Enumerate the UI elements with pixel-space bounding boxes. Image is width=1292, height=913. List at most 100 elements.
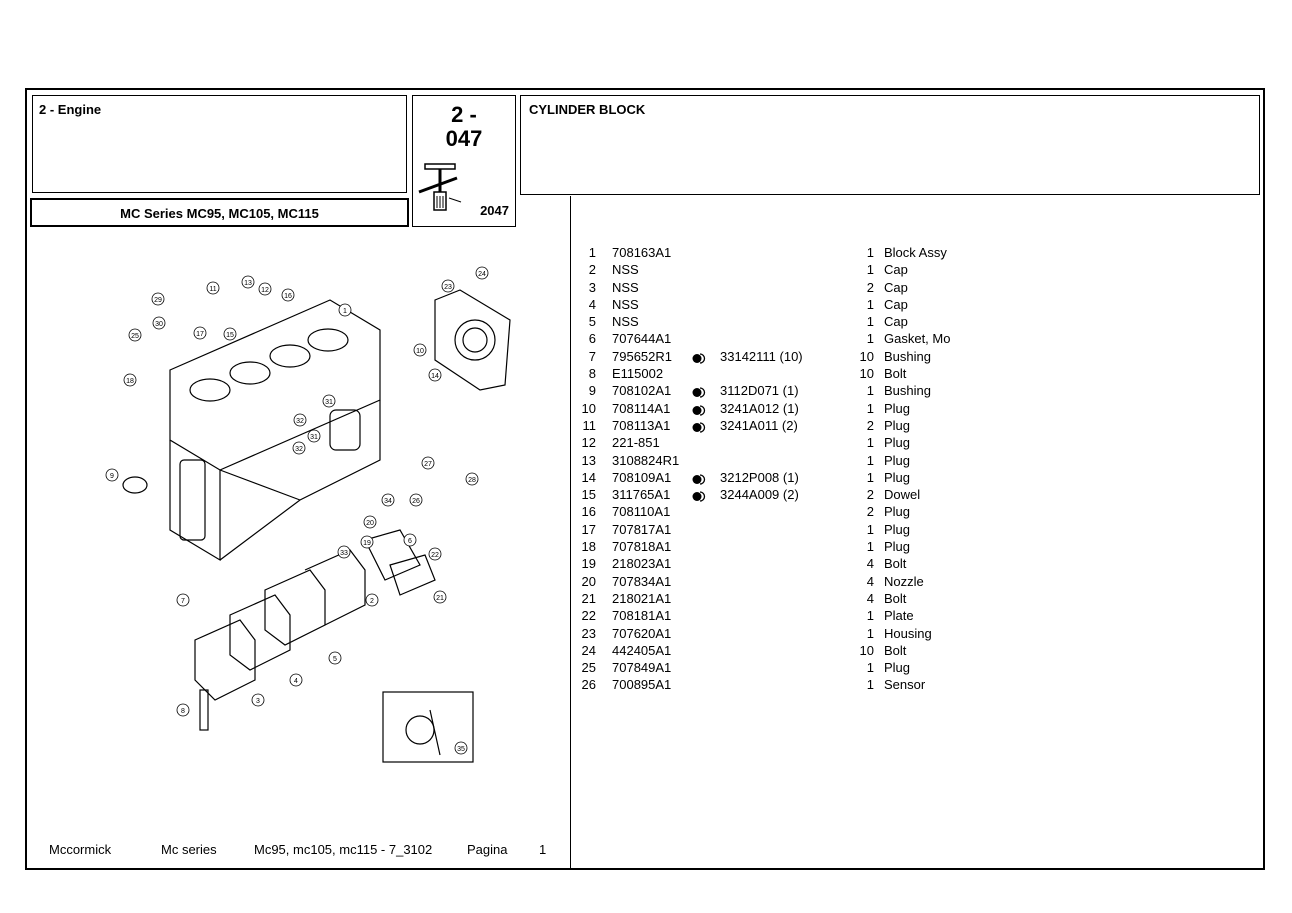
half-circle-icon (692, 489, 706, 502)
part-position: 4 (588, 296, 596, 312)
part-quantity: 1 (866, 521, 874, 537)
part-description: Plug (884, 660, 911, 676)
part-quantity: 1 (866, 383, 874, 399)
half-circle-icon (692, 472, 706, 485)
group-title: CYLINDER BLOCK (529, 102, 646, 117)
part-position: 6 (588, 331, 596, 347)
part-description: Plug (884, 469, 911, 485)
callout-number: 10 (416, 348, 424, 355)
model-header: MC Series MC95, MC105, MC115 (30, 198, 409, 227)
part-description: Bolt (884, 556, 907, 572)
callout-number: 25 (131, 333, 139, 340)
part-description: Bolt (884, 642, 907, 658)
part-quantity: 1 (866, 452, 874, 468)
part-position: 18 (581, 539, 596, 555)
part-quantity: 1 (866, 660, 874, 676)
page-number: 2 - 047 (445, 102, 483, 151)
callout-number: 18 (126, 378, 134, 385)
footer: Mccormick Mc series Mc95, mc105, mc115 -… (49, 842, 569, 860)
part-position: 13 (581, 452, 596, 468)
part-number: NSS (612, 279, 639, 295)
part-position: 8 (588, 366, 596, 382)
part-description: Cap (884, 279, 908, 295)
callout-number: 17 (196, 331, 204, 338)
part-description: Plug (884, 435, 911, 451)
part-description: Nozzle (884, 573, 924, 589)
half-circle-icon (692, 420, 706, 433)
part-position: 5 (588, 314, 596, 330)
part-position: 26 (581, 677, 596, 693)
half-circle-icon (692, 351, 706, 364)
part-quantity: 1 (866, 435, 874, 451)
callout-number: 8 (181, 708, 185, 715)
callout-number: 26 (412, 498, 420, 505)
footer-series: Mc series (161, 842, 217, 857)
footer-brand: Mccormick (49, 842, 112, 857)
part-description: Gasket, Mo (884, 331, 951, 347)
part-number: 708163A1 (612, 245, 672, 260)
page-code: 2047 (480, 203, 509, 218)
footer-page-value: 1 (539, 842, 547, 857)
callout-number: 19 (363, 540, 371, 547)
part-position: 17 (581, 521, 596, 537)
part-position: 9 (588, 383, 596, 399)
part-description: Cap (884, 314, 908, 330)
callout-number: 15 (226, 332, 234, 339)
part-quantity: 2 (866, 504, 874, 520)
part-quantity: 4 (866, 590, 874, 606)
part-quantity: 1 (866, 469, 874, 485)
part-number: 707644A1 (612, 331, 672, 347)
alternate-part: 3241A011 (2) (720, 417, 798, 433)
part-position: 7 (588, 348, 596, 364)
part-number: 708109A1 (612, 469, 672, 485)
part-quantity: 2 (866, 487, 874, 503)
part-number: 707620A1 (612, 625, 672, 641)
part-number: 708102A1 (612, 383, 672, 399)
section-header: 2 - Engine (32, 95, 407, 193)
part-quantity: 1 (866, 245, 874, 260)
callout-number: 2 (370, 598, 374, 605)
group-header: CYLINDER BLOCK (520, 95, 1260, 195)
part-quantity: 10 (859, 642, 874, 658)
part-position: 3 (588, 279, 596, 295)
page-frame (25, 88, 1265, 870)
part-position: 16 (581, 504, 596, 520)
part-quantity: 1 (866, 400, 874, 416)
callout-number: 11 (209, 286, 216, 293)
part-number: 707818A1 (612, 539, 672, 555)
part-quantity: 10 (859, 366, 874, 382)
part-number: 708181A1 (612, 608, 672, 624)
callout-number: 31 (310, 434, 318, 441)
column-divider (570, 196, 571, 868)
half-circle-icon (692, 403, 706, 416)
alternate-part: 3244A009 (2) (720, 487, 799, 503)
part-description: Cap (884, 296, 908, 312)
part-quantity: 10 (859, 348, 874, 364)
part-position: 2 (588, 262, 596, 278)
part-description: Plug (884, 452, 911, 468)
page-number-box: 2 - 047 2047 (412, 95, 516, 227)
part-number: NSS (612, 262, 639, 278)
part-number: 708113A1 (612, 417, 671, 433)
callout-number: 20 (366, 520, 374, 527)
part-description: Plug (884, 539, 911, 555)
part-number: 700895A1 (612, 677, 672, 693)
part-position: 1 (588, 245, 596, 260)
half-circle-icon (692, 385, 706, 399)
callout-number: 5 (333, 656, 337, 663)
callout-number: 13 (244, 280, 252, 287)
part-description: Plug (884, 417, 911, 433)
part-quantity: 1 (866, 331, 874, 347)
